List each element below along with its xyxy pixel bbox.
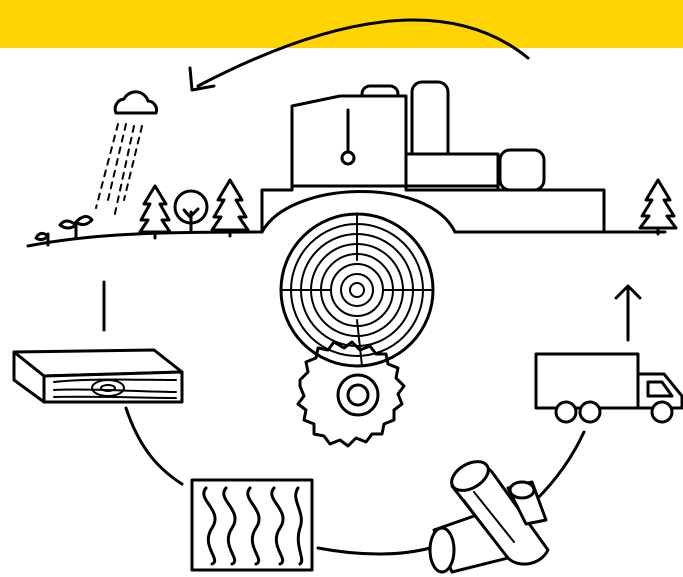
round-tree-icon — [175, 191, 207, 232]
timber-plank-icon — [14, 350, 182, 402]
up-arrow-icon — [616, 286, 640, 336]
cycle-line-bottom — [318, 548, 430, 554]
cycle-line-lower-right — [536, 432, 584, 500]
tree-icon — [212, 180, 248, 236]
cycle-line-lower-left — [126, 408, 182, 484]
tree-icon — [140, 186, 170, 238]
logs-icon — [430, 456, 548, 572]
top-banner — [0, 0, 683, 48]
insulation-panel-icon — [192, 480, 312, 570]
truck-icon — [536, 354, 682, 422]
sawmill-factory-icon — [262, 82, 604, 232]
log-rings-icon — [281, 214, 433, 366]
tree-icon — [640, 180, 676, 234]
saw-blade-icon — [298, 342, 404, 446]
